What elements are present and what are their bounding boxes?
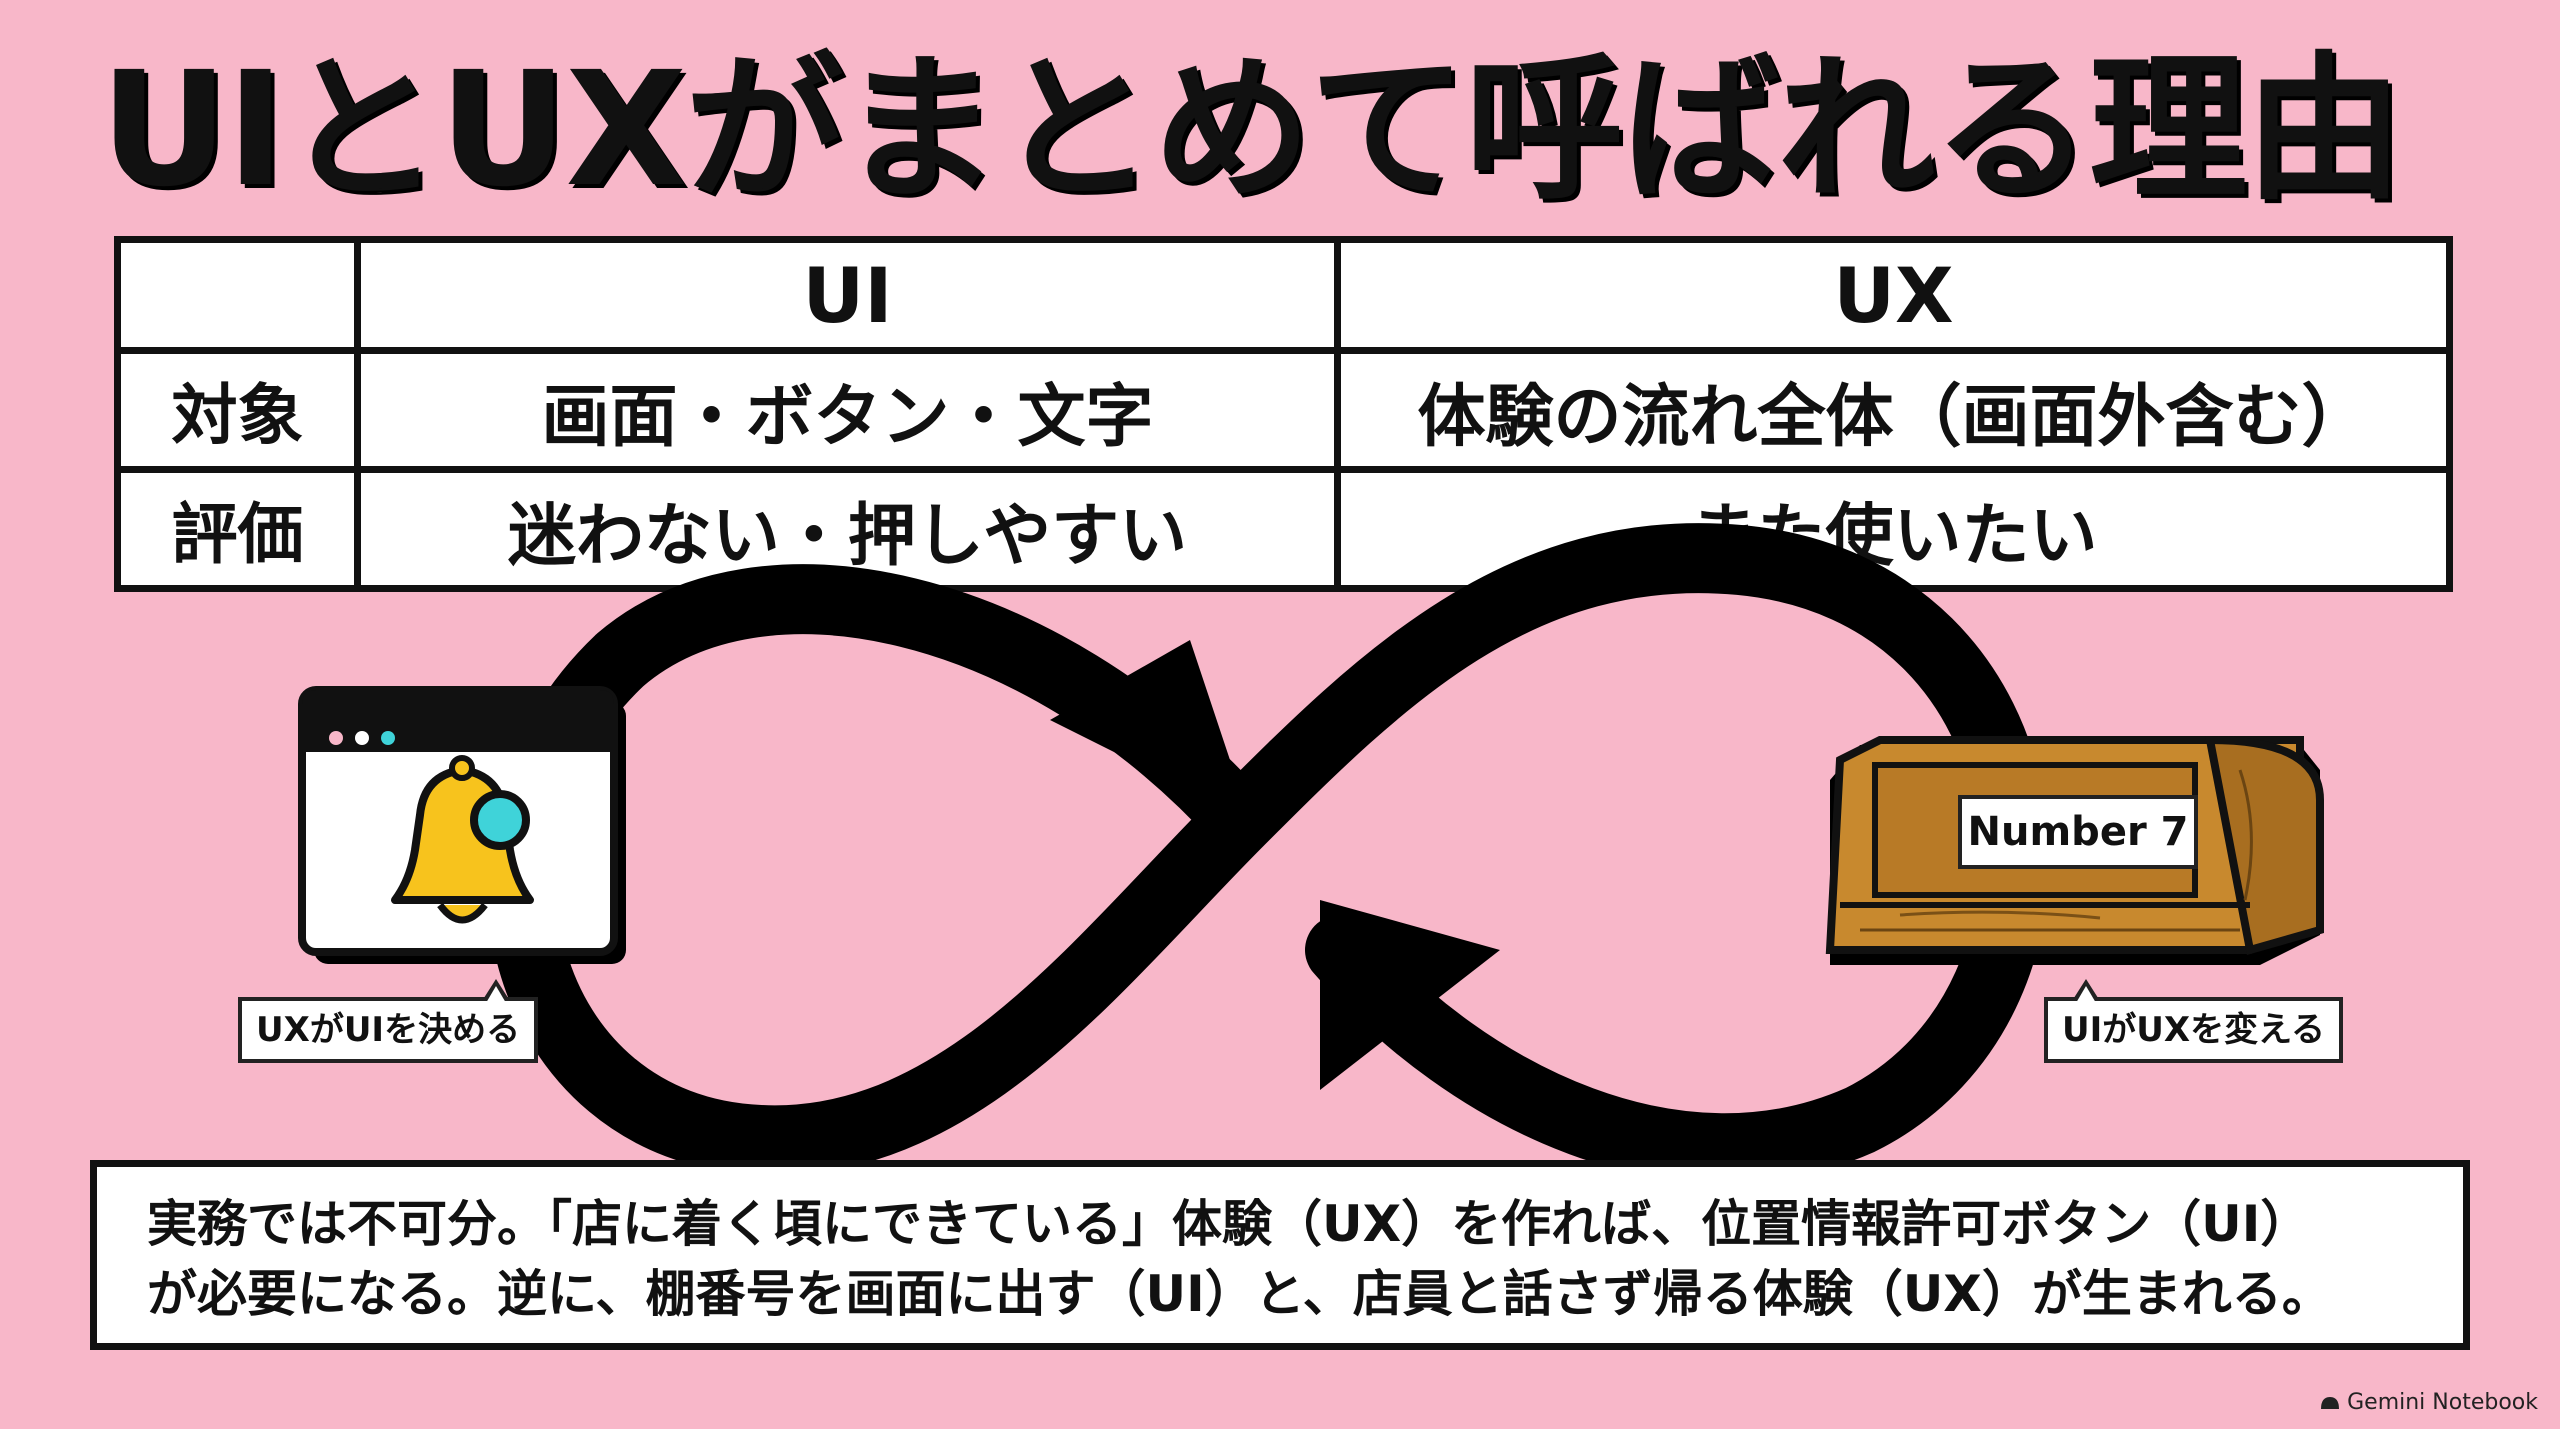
brand-name: Gemini Notebook: [2347, 1390, 2538, 1415]
table-header-ux: UX: [1334, 236, 2453, 354]
brand-icon: [2321, 1396, 2340, 1409]
infinity-loop-arrows: [486, 523, 2050, 1184]
browser-window-icon: [298, 686, 626, 964]
cell-ui-target: 画面・ボタン・文字: [354, 347, 1341, 473]
table-row: 対象 画面・ボタン・文字 体験の流れ全体（画面外含む）: [114, 347, 2453, 473]
shelf-number-sign: Number 7: [1958, 795, 2198, 869]
arrowhead-lower: [1320, 900, 1500, 1090]
row-label-target: 対象: [114, 347, 361, 473]
page-title: UIとUXがまとめて呼ばれる理由: [100, 38, 2403, 222]
table-header-row: UI UX: [114, 236, 2453, 354]
table-header-ui: UI: [354, 236, 1341, 354]
summary-line-2: が必要になる。逆に、棚番号を画面に出す（UI）と、店員と話さず帰る体験（UX）が…: [147, 1265, 2332, 1323]
summary-line-1: 実務では不可分。「店に着く頃にできている」体験（UX）を作れば、位置情報許可ボタ…: [147, 1195, 2311, 1253]
row-label-evaluation: 評価: [114, 466, 361, 592]
arrowhead-upper: [1050, 640, 1250, 820]
brand-footer: Gemini Notebook: [2319, 1390, 2538, 1415]
comparison-table: UI UX 対象 画面・ボタン・文字 体験の流れ全体（画面外含む） 評価 迷わな…: [114, 236, 2453, 592]
bell-icon: [391, 755, 534, 924]
cell-ux-target: 体験の流れ全体（画面外含む）: [1334, 347, 2453, 473]
summary-box: 実務では不可分。「店に着く頃にできている」体験（UX）を作れば、位置情報許可ボタ…: [90, 1160, 2470, 1350]
ui-changes-ux-label: UIがUXを変える: [2044, 979, 2344, 1063]
ux-decides-ui-label: UXがUIを決める: [238, 979, 539, 1063]
table-header-corner: [114, 236, 361, 354]
